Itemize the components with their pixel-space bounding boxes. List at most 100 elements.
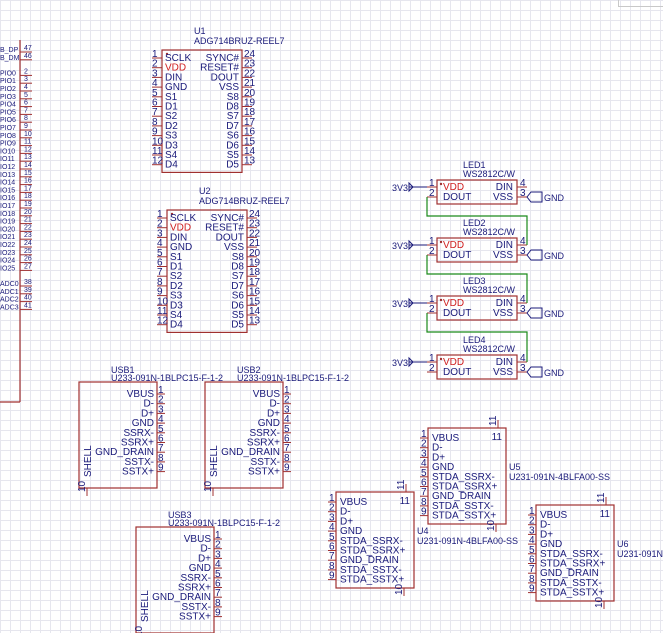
pin-number: 15 — [249, 296, 261, 307]
pin-number: 17 — [244, 117, 256, 128]
pin-number: 4 — [529, 535, 535, 546]
designator-label: LED4 — [463, 335, 486, 345]
mcu-pin-label: B_DM — [0, 55, 20, 62]
usb-b-usb3[interactable]: USB3U233-091N-1BLPC15-F-1-21VBUS2D-3D+4G… — [134, 510, 280, 633]
pin-label-s4: S4 — [165, 150, 178, 161]
pin-label-gnd_drain: GND_DRAIN — [540, 568, 599, 579]
net-label-gnd: GND — [544, 193, 565, 203]
pin-label-gnd: GND — [189, 563, 211, 574]
pin-label-vbus: VBUS — [540, 510, 568, 521]
pin-number: 1 — [429, 236, 435, 247]
pin-label-stda_sstxm: STDA_SSTX- — [540, 578, 602, 589]
pin-label-vss: VSS — [493, 192, 513, 203]
pin-label-sstxp: SSTX+ — [122, 467, 154, 478]
part-number-label: WS2812C/W — [463, 285, 516, 295]
mcu-pin-number: 2 — [24, 68, 28, 75]
pin-label-d5: D5 — [231, 320, 244, 331]
pin-number: 2 — [329, 503, 335, 514]
power-flag-icon — [408, 356, 414, 368]
mcu-pin-label: ADC3 — [0, 304, 19, 311]
power-flag-icon — [408, 297, 414, 309]
pin-number: 3 — [284, 404, 290, 415]
pin-label-din: DIN — [496, 182, 513, 193]
pin-number: 5 — [421, 468, 427, 479]
pin-number: 8 — [215, 598, 221, 609]
pin-label-vbus: VBUS — [184, 534, 212, 545]
mcu-pin-label: IO25 — [0, 265, 15, 272]
mcu-pin-label: IO23 — [0, 250, 15, 257]
pin-label-din: DIN — [496, 298, 513, 309]
pin-label-gnd_drain: GND_DRAIN — [340, 555, 399, 566]
usb-b-usb1[interactable]: USB1U233-091N-1BLPC15-F-1-21VBUS2D-3D+4G… — [77, 365, 223, 496]
mcu-pin-number: 25 — [24, 248, 32, 255]
pin-label-s3: S3 — [165, 131, 178, 142]
pin-number: 21 — [249, 238, 261, 249]
mcu-pin-label: IO18 — [0, 211, 15, 218]
mcu-pin-label: PIO4 — [0, 102, 16, 109]
pin-number: 4 — [520, 236, 526, 247]
mcu-pin-number: 17 — [24, 185, 32, 192]
pin-number: 7 — [157, 267, 163, 278]
pin-label-d7: D7 — [231, 281, 244, 292]
pin-number: 11 — [396, 479, 407, 490]
part-number-label: WS2812C/W — [463, 227, 516, 237]
pin-label-s8: S8 — [227, 92, 240, 103]
pin-label-stda_sstxm: STDA_SSTX- — [340, 565, 402, 576]
pin-label-sync: SYNC# — [211, 213, 245, 224]
mcu-pin-number: 7 — [24, 107, 28, 114]
pin-number: 4 — [329, 522, 335, 533]
pin-number: 2 — [429, 363, 435, 374]
pin-number: 10 — [152, 136, 164, 147]
pin-label-s7: S7 — [232, 271, 245, 282]
connector-body — [78, 381, 158, 489]
mcu-pin-label: IO13 — [0, 172, 15, 179]
pin-number: 11 — [152, 146, 163, 157]
pin-number: 13 — [244, 156, 256, 167]
pin-number: 11 — [157, 306, 168, 317]
pin-label-gnd: GND — [540, 539, 562, 550]
pin1-marker — [439, 182, 443, 186]
designator-label: U2 — [199, 186, 211, 196]
pin-label-stda_sstxp: STDA_SSTX+ — [540, 588, 604, 599]
pin-label-gnd: GND — [258, 418, 280, 429]
pin-number: 6 — [158, 434, 164, 445]
usb-b-usb2[interactable]: USB2U233-091N-1BLPC15-F-1-21VBUS2D-3D+4G… — [203, 365, 349, 496]
pin-number: 5 — [158, 424, 164, 435]
pin-number: 5 — [215, 569, 221, 580]
pin-number: 11 — [400, 496, 411, 507]
dout-to-din-wire — [426, 197, 528, 245]
pin1-marker — [439, 298, 443, 302]
mcu-pin-number: 21 — [24, 217, 32, 224]
pin-number: 7 — [152, 107, 158, 118]
pin-label-dout: DOUT — [443, 367, 471, 378]
pin-number: 1 — [429, 294, 435, 305]
pin-number: 3 — [520, 246, 526, 257]
mcu-pin-number: 26 — [24, 256, 32, 263]
pin-number: 3 — [158, 404, 164, 415]
mcu-pin-number: 14 — [24, 162, 32, 169]
pin-label-dout: DOUT — [211, 72, 239, 83]
pin-number: 10 — [594, 596, 605, 608]
connector-body — [335, 491, 415, 589]
pin-label-dm: D- — [540, 520, 551, 531]
mcu-pin-label: PIO2 — [0, 86, 16, 93]
pin-number: 1 — [157, 209, 163, 220]
net-label-3v3: 3V3 — [392, 183, 408, 193]
pin-label-d2: D2 — [170, 281, 183, 292]
pin-label-sstxm: SSTX- — [125, 457, 154, 468]
pin-number: 8 — [158, 453, 164, 464]
mcu-pin-number: 5 — [24, 92, 28, 99]
pin-label-dm: D- — [269, 399, 280, 410]
pin-label-vss: VSS — [493, 367, 513, 378]
